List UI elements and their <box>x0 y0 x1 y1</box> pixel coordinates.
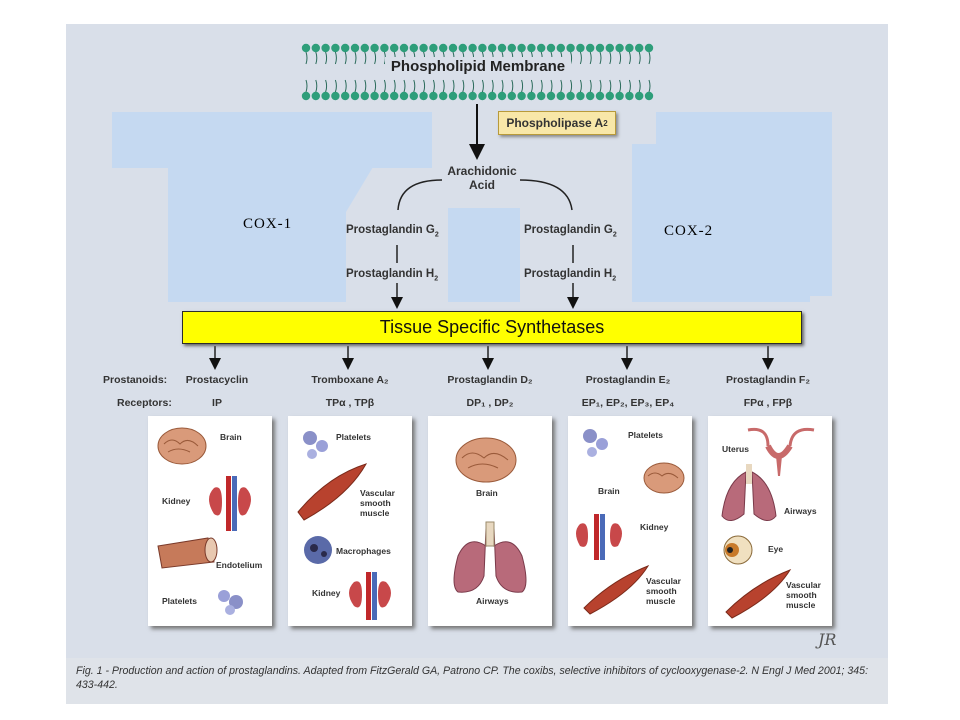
prostanoid-col5: Prostaglandin F₂ <box>725 374 810 386</box>
right-prostaglandin-g2: Prostaglandin G2 <box>524 224 617 239</box>
lungs-icon <box>453 521 527 593</box>
card4-organ-kidney: Kidney <box>640 522 669 532</box>
target-tissue-card-prostaglandin-f2: Uterus Airways Eye Vascular smooth muscl… <box>708 416 832 626</box>
platelets-icon <box>303 431 328 459</box>
receptors-row-label: Receptors: <box>117 397 172 409</box>
receptor-col4: EP₁, EP₂, EP₃, EP₄ <box>581 397 675 409</box>
arrow-acid-left <box>397 179 443 211</box>
brain-icon <box>455 437 517 483</box>
smooth-muscle-icon <box>725 568 792 619</box>
brain-icon <box>643 462 685 494</box>
prostanoids-row-label: Prostanoids: <box>103 374 168 386</box>
card3-organ-airways: Airways <box>476 596 509 606</box>
right-prostaglandin-h2: Prostaglandin H2 <box>524 268 617 283</box>
receptor-col1: IP <box>212 397 222 409</box>
smooth-muscle-icon <box>583 564 650 615</box>
macrophage-icon <box>304 536 332 564</box>
prostanoid-col3: Prostaglandin D₂ <box>447 374 533 386</box>
cox1-overlay <box>168 112 346 302</box>
card1-organ-brain: Brain <box>220 432 242 442</box>
left-prostaglandin-h2: Prostaglandin H2 <box>346 268 439 283</box>
membrane-title: Phospholipid Membrane <box>300 57 656 76</box>
target-tissue-card-prostaglandin-d2: Brain Airways <box>428 416 552 626</box>
card2-organ-macrophages: Macrophages <box>336 546 391 556</box>
kidney-icon <box>349 572 391 620</box>
uterus-icon <box>747 427 815 476</box>
cox1-label: COX-1 <box>243 216 293 232</box>
card2-organ-platelets: Platelets <box>336 432 371 442</box>
prostanoid-col2: Tromboxane A₂ <box>311 374 389 386</box>
kidney-icon <box>209 476 251 531</box>
brain-icon <box>157 427 207 465</box>
left-prostaglandin-g2: Prostaglandin G2 <box>346 224 439 239</box>
arachidonic-acid-label: Arachidonic Acid <box>447 164 517 192</box>
receptor-col2: TPα , TPβ <box>325 397 375 409</box>
prostanoid-col1: Prostacyclin <box>185 374 249 386</box>
cox-middle-overlay <box>448 208 520 302</box>
synthetases-label: Tissue Specific Synthetases <box>379 317 605 337</box>
prostanoid-col4: Prostaglandin E₂ <box>585 374 671 386</box>
lungs-icon <box>721 464 777 521</box>
receptor-col3: DP₁ , DP₂ <box>466 397 514 409</box>
target-tissue-card-prostacyclin: Brain Kidney Endotelium Platelets <box>148 416 272 626</box>
card4-organ-brain: Brain <box>598 486 620 496</box>
arrow-acid-right <box>519 179 573 211</box>
smooth-muscle-icon <box>297 463 368 521</box>
card2-organ-vascular-smooth-muscle: Vascular smooth muscle <box>360 488 395 518</box>
card3-illustrations <box>453 437 527 593</box>
card4-organ-vascular-smooth-muscle: Vascular smooth muscle <box>646 576 681 606</box>
card5-organ-eye: Eye <box>768 544 784 554</box>
platelets-icon <box>218 590 243 615</box>
receptor-col5: FPα , FPβ <box>743 397 793 409</box>
tissue-specific-synthetases-bar: Tissue Specific Synthetases <box>182 311 802 344</box>
card1-illustrations <box>157 427 251 615</box>
card1-organ-kidney: Kidney <box>162 496 191 506</box>
card2-illustrations <box>297 431 391 620</box>
endothelium-icon <box>157 537 218 569</box>
card1-organ-platelets: Platelets <box>162 596 197 606</box>
eye-icon <box>723 535 753 565</box>
card1-organ-endotelium: Endotelium <box>216 560 263 570</box>
card2-organ-kidney: Kidney <box>312 588 341 598</box>
target-tissue-card-prostaglandin-e2: Platelets Brain Kidney Vascular smooth m… <box>568 416 692 626</box>
kidney-icon <box>576 514 622 560</box>
card5-organ-vascular-smooth-muscle: Vascular smooth muscle <box>786 580 821 610</box>
card4-organ-platelets: Platelets <box>628 430 663 440</box>
platelets-icon <box>583 429 608 457</box>
card3-organ-brain: Brain <box>476 488 498 498</box>
cox2-label: COX-2 <box>664 223 714 239</box>
cox2-overlay-top <box>656 112 832 296</box>
card4-illustrations <box>576 429 685 615</box>
card5-illustrations <box>721 427 815 619</box>
figure-caption: Fig. 1 - Production and action of prosta… <box>66 658 888 704</box>
card5-organ-airways: Airways <box>784 506 817 516</box>
illustrator-signature: JR <box>818 630 837 649</box>
card5-organ-uterus: Uterus <box>722 444 749 454</box>
target-tissue-card-tromboxane: Platelets Vascular smooth muscle Macroph… <box>288 416 412 626</box>
